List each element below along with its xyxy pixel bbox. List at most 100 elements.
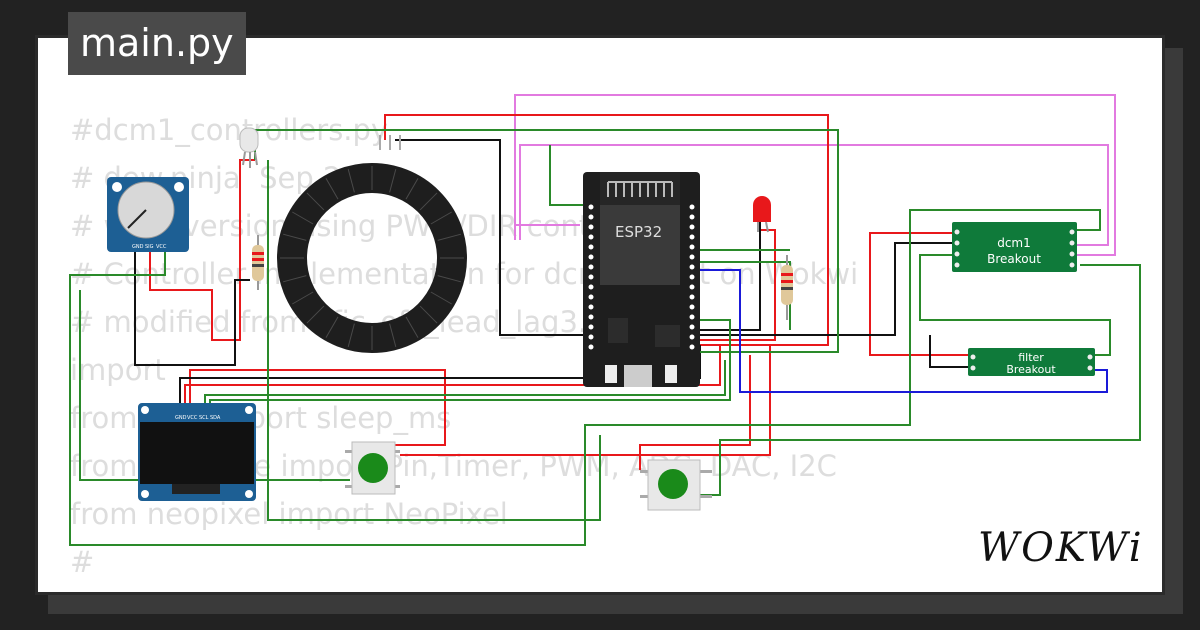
wires — [69, 94, 1141, 546]
esp32-pin — [689, 314, 695, 320]
wire-red — [149, 159, 255, 341]
wire-black — [929, 335, 970, 368]
wire-red — [184, 345, 721, 405]
ring-pixel — [325, 178, 339, 200]
ring-pixel — [437, 233, 461, 241]
esp32-pin — [588, 214, 594, 220]
ring-pixel — [292, 211, 314, 225]
esp32-pin — [689, 244, 695, 250]
esp32-pin — [588, 264, 594, 270]
esp32-pin — [588, 284, 594, 290]
ring-pixel — [405, 178, 419, 200]
ring-pixel — [389, 323, 397, 347]
dcm1-breakout[interactable]: dcm1 Breakout — [952, 222, 1077, 272]
ring-pixel — [405, 316, 419, 338]
potentiometer-module[interactable]: GND SIG VCC — [107, 177, 189, 252]
push-button-1[interactable] — [345, 441, 400, 495]
esp32-pin — [588, 314, 594, 320]
ring-pixel — [292, 291, 314, 305]
pot-pin-gnd: GND — [132, 244, 144, 250]
esp32-label: ESP32 — [615, 223, 662, 241]
wire-red — [639, 355, 751, 470]
esp32-pin — [689, 304, 695, 310]
esp32-pin — [689, 204, 695, 210]
resistor-2[interactable] — [781, 255, 793, 320]
wire-black — [395, 139, 585, 336]
esp32-pin — [689, 334, 695, 340]
wire-red — [700, 220, 776, 341]
wire-pink — [519, 144, 1109, 246]
esp32-pin — [689, 254, 695, 260]
esp32-pin — [689, 274, 695, 280]
esp32-pins — [588, 204, 695, 350]
ring-pixel — [283, 275, 307, 283]
code-line: import — [70, 353, 166, 387]
wire-green — [204, 360, 726, 405]
filter-title: filter — [1018, 351, 1044, 364]
esp32-board[interactable]: ESP32 — [583, 172, 700, 387]
esp32-pin — [588, 294, 594, 300]
esp32-pin — [588, 344, 594, 350]
esp32-pin — [689, 224, 695, 230]
wire-green — [549, 145, 585, 206]
wire-black — [134, 250, 250, 366]
ring-pixel — [306, 192, 325, 211]
wire-green — [209, 319, 731, 405]
wire-red — [189, 369, 446, 446]
wire-green — [700, 264, 1141, 496]
pot-pin-vcc: VCC — [156, 244, 167, 250]
filter-breakout[interactable]: filter Breakout — [968, 348, 1095, 376]
wire-green — [919, 254, 1111, 356]
code-line: # — [70, 545, 95, 579]
red-led[interactable] — [753, 196, 771, 233]
ring-pixel — [306, 305, 325, 324]
pot-pin-sig: SIG — [145, 244, 154, 250]
wokwi-logo: WOKWi — [978, 525, 1144, 571]
oled-pin-vcc: VCC — [187, 415, 198, 421]
dcm1-title: dcm1 — [997, 236, 1031, 250]
esp32-pin — [588, 224, 594, 230]
wire-green — [79, 290, 350, 481]
esp32-pin — [588, 234, 594, 240]
wire-pink — [514, 94, 1116, 256]
neopixel-ring[interactable] — [277, 135, 467, 353]
esp32-pin — [689, 214, 695, 220]
esp32-pin — [588, 274, 594, 280]
file-tab[interactable]: main.py — [68, 12, 246, 75]
ring-pixel — [419, 192, 438, 211]
esp32-pin — [588, 304, 594, 310]
esp32-pin — [588, 244, 594, 250]
ring-pixel — [437, 275, 461, 283]
ring-pixel — [347, 323, 355, 347]
oled-display[interactable]: GND VCC SCL SDA — [138, 403, 256, 501]
oled-pin-gnd: GND — [175, 415, 187, 421]
rgb-led[interactable] — [239, 127, 259, 168]
ring-pixel — [389, 169, 397, 193]
wire-green — [700, 261, 791, 330]
wire-blue — [700, 269, 1108, 393]
wire-black — [700, 242, 955, 336]
ring-pixel — [430, 211, 452, 225]
code-line: from neopixel import NeoPixel — [70, 497, 508, 531]
oled-pin-scl: SCL — [199, 415, 209, 421]
esp32-pin — [689, 344, 695, 350]
push-button-2[interactable] — [640, 459, 712, 511]
esp32-pin — [588, 204, 594, 210]
wire-red — [869, 232, 968, 356]
esp32-pin — [588, 324, 594, 330]
esp32-pin — [689, 264, 695, 270]
ring-pixels — [280, 166, 464, 350]
ring-pixel — [419, 305, 438, 324]
esp32-pin — [689, 324, 695, 330]
esp32-pin — [689, 294, 695, 300]
resistor-1[interactable] — [252, 235, 264, 290]
ring-pixel — [347, 169, 355, 193]
filter-subtitle: Breakout — [1006, 363, 1056, 376]
esp32-pin — [588, 254, 594, 260]
esp32-pin — [588, 334, 594, 340]
esp32-pin — [689, 284, 695, 290]
wire-red — [384, 114, 829, 346]
wire-green — [69, 209, 1101, 546]
wire-green — [267, 160, 601, 521]
